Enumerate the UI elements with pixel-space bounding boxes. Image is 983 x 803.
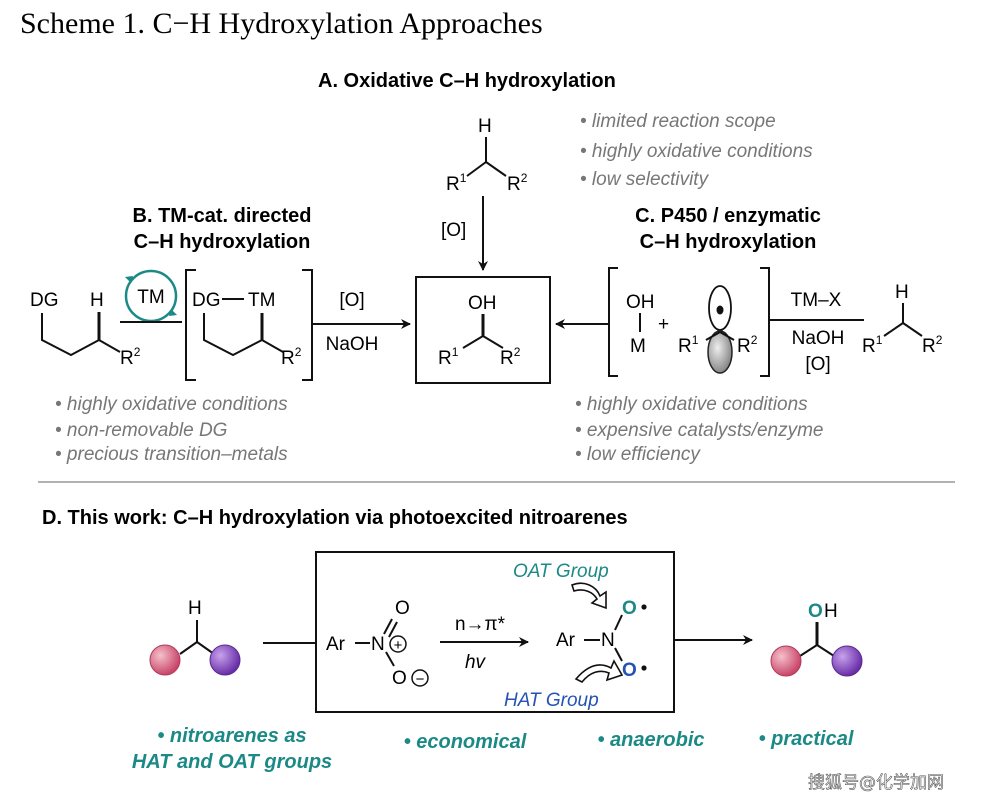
reagent-base-label: NaOH <box>792 328 845 349</box>
ar-label: Ar <box>556 630 576 651</box>
enzyme-intermediate: OH M + R1 R2 <box>608 267 770 377</box>
substrate-r1-label: R1 <box>862 333 883 357</box>
section-c-notes: • highly oxidative conditions • expensiv… <box>575 394 823 465</box>
bullet-nitroarenes: • nitroarenes as <box>157 725 306 747</box>
note-item: • limited reaction scope <box>580 111 776 132</box>
section-c-substrate: H R1 R2 <box>862 282 943 357</box>
note-item: • low selectivity <box>580 169 710 190</box>
watermark: 搜狐号@化学加网 <box>808 773 944 793</box>
r2-label: R2 <box>737 333 758 357</box>
note-item: • highly oxidative conditions <box>580 141 813 162</box>
p-orbital-icon <box>707 285 733 374</box>
reagent-tm-label: TM–X <box>791 290 842 311</box>
scheme-title: Scheme 1. C−H Hydroxylation Approaches <box>20 7 543 40</box>
excited-nitroarene: Ar N O O <box>556 598 647 681</box>
o-radical-top: O <box>622 598 637 619</box>
tm-complex: DG TM R2 <box>185 269 313 381</box>
bullet-economical: • economical <box>404 731 527 753</box>
section-c: C. P450 / enzymatic C–H hydroxylation OH… <box>555 205 943 465</box>
pink-sphere <box>149 644 181 676</box>
oh-label: OH <box>626 292 655 313</box>
section-c-heading-line1: C. P450 / enzymatic <box>635 205 821 227</box>
hv-label: hv <box>465 652 487 673</box>
section-d-heading: D. This work: C–H hydroxylation via phot… <box>42 507 628 529</box>
o-top-label: O <box>395 598 410 619</box>
oxidant-label: [O] <box>441 220 466 241</box>
note-item: • highly oxidative conditions <box>575 394 808 415</box>
substrate-r1-label: R1 <box>446 171 467 195</box>
note-item: • expensive catalysts/enzyme <box>575 420 823 441</box>
reagent-base-label: NaOH <box>326 334 379 355</box>
m-label: M <box>630 336 646 357</box>
complex-dg-label: DG <box>192 290 221 311</box>
plus-charge: + <box>394 637 403 654</box>
substrate-r2-label: R2 <box>507 171 528 195</box>
note-item: • non-removable DG <box>55 420 227 441</box>
bullet-anaerobic: • anaerobic <box>597 729 704 751</box>
pink-sphere <box>770 645 802 677</box>
dg-label: DG <box>30 290 59 311</box>
purple-sphere <box>831 645 863 677</box>
h-label: H <box>90 290 104 311</box>
section-b: B. TM-cat. directed C–H hydroxylation DG… <box>30 205 411 465</box>
n-label: N <box>601 630 615 651</box>
note-item: • precious transition–metals <box>55 444 288 465</box>
product-h-label: H <box>824 601 838 622</box>
complex-tm-label: TM <box>248 290 275 311</box>
bullet-practical: • practical <box>759 728 854 750</box>
section-a-notes: • limited reaction scope • highly oxidat… <box>580 111 813 190</box>
section-b-substrate: DG H R2 <box>30 290 141 369</box>
n-label: N <box>371 634 385 655</box>
note-item: • low efficiency <box>575 444 701 465</box>
product-r1-label: R1 <box>438 345 459 369</box>
d-substrate: H <box>149 598 241 676</box>
o-radical-bottom: O <box>622 660 637 681</box>
section-a-substrate: H R1 R2 <box>446 116 528 195</box>
substrate-h-label: H <box>895 282 909 303</box>
tm-cycle: TM <box>124 269 178 323</box>
substrate-h-label: H <box>188 598 202 619</box>
d-product: O H <box>770 601 863 677</box>
hat-arrow-icon <box>574 659 624 684</box>
oat-group-label: OAT Group <box>513 561 609 582</box>
reagent-oxidant-label: [O] <box>805 354 830 375</box>
tm-label: TM <box>137 287 164 308</box>
section-d: D. This work: C–H hydroxylation via phot… <box>42 507 863 773</box>
section-b-heading-line1: B. TM-cat. directed <box>133 205 312 227</box>
product-box: OH R1 R2 <box>415 276 551 384</box>
section-a: A. Oxidative C–H hydroxylation H R1 R2 [… <box>318 70 813 271</box>
reagent-oxidant-label: [O] <box>339 290 364 311</box>
r1-label: R1 <box>678 333 699 357</box>
section-b-heading-line2: C–H hydroxylation <box>134 231 311 253</box>
substrate-h-label: H <box>478 116 492 137</box>
product-o-label: O <box>808 601 823 622</box>
purple-sphere <box>209 644 241 676</box>
section-c-heading-line2: C–H hydroxylation <box>640 231 817 253</box>
hat-group-label: HAT Group <box>504 690 599 711</box>
substrate-r2-label: R2 <box>922 333 943 357</box>
section-a-heading: A. Oxidative C–H hydroxylation <box>318 70 616 92</box>
r2-label: R2 <box>120 345 141 369</box>
mechanism-box: Ar N + O O − n→π* hv OAT Group Ar <box>315 551 675 713</box>
nitroarene: Ar N + O O − <box>326 598 429 689</box>
note-item: • highly oxidative conditions <box>55 394 288 415</box>
complex-r2-label: R2 <box>281 345 302 369</box>
o-bottom-label: O <box>392 668 407 689</box>
bullet-hat-oat: HAT and OAT groups <box>132 751 332 773</box>
oat-arrow-icon <box>571 582 607 610</box>
product-r2-label: R2 <box>500 345 521 369</box>
ar-label: Ar <box>326 634 346 655</box>
section-d-bullets: • nitroarenes as HAT and OAT groups • ec… <box>132 725 854 773</box>
excitation-label: n→π* <box>455 614 506 635</box>
plus-sign: + <box>658 314 669 335</box>
minus-charge: − <box>416 671 425 688</box>
product-oh-label: OH <box>468 293 497 314</box>
section-b-notes: • highly oxidative conditions • non-remo… <box>55 394 288 465</box>
